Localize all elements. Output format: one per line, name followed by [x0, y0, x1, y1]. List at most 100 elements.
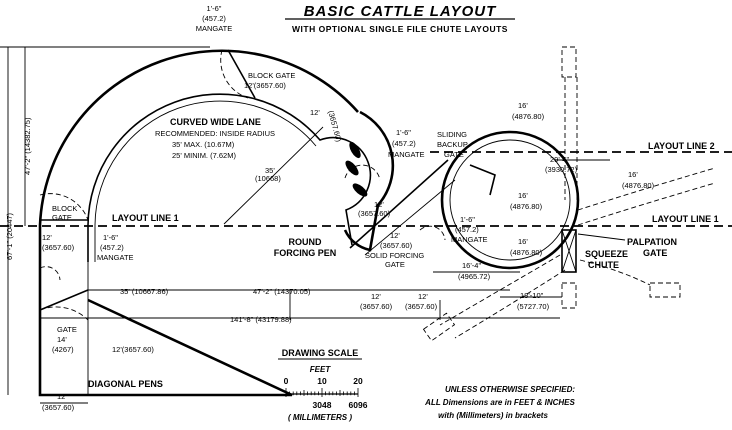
- inner-mangate-mm: (457.2): [455, 225, 479, 234]
- lane-width-mid-mm: (3657.60): [358, 209, 391, 218]
- chute-right-end: [649, 282, 681, 298]
- gate-14: [39, 289, 89, 311]
- scale-feet-label: FEET: [310, 365, 332, 374]
- chute-16-low-mm: (4876.80): [510, 248, 543, 257]
- gates: [39, 49, 446, 321]
- sliding-gate-line1: SLIDING: [437, 130, 467, 139]
- scale-tick-0: 0: [284, 376, 289, 386]
- left-block-gate-arc: [39, 193, 89, 221]
- chute-18-10-mm: (5727.70): [517, 302, 550, 311]
- chute-curve-right-down: [579, 259, 651, 286]
- radius-line: [223, 126, 324, 225]
- scale-mm-6096: 6096: [349, 400, 368, 410]
- sliding-gate-line2: BACKUP: [437, 140, 468, 149]
- chute-curve-right-up-2: [577, 182, 716, 226]
- dimension-lines: [0, 46, 610, 404]
- block-gate-top: [227, 49, 256, 99]
- dim-h12a-mm: (3657.60): [360, 302, 393, 311]
- left-width-mm: (3657.60): [42, 243, 75, 252]
- forcing-gate-diagonal-2: [364, 179, 456, 256]
- chute-16-4-text: 16'-4": [462, 261, 481, 270]
- bottom-width-mm: (3657.60): [42, 403, 75, 412]
- lane-width-top-dim: 12': [310, 108, 320, 117]
- forcing-gate-mm: (3657.60): [380, 241, 413, 250]
- diagram-subtitle: WITH OPTIONAL SINGLE FILE CHUTE LAYOUTS: [292, 24, 508, 34]
- single-file-chutes: [422, 46, 716, 342]
- chute-16-right-dim: 16': [628, 170, 638, 179]
- chute-29-text: 29'-4": [550, 155, 569, 164]
- block-gate-top-arc: [220, 49, 249, 99]
- right-mangate-dim: 1'-6": [396, 128, 411, 137]
- scale-mm-label: ( MILLIMETERS ): [288, 413, 352, 422]
- chute-16-top-dim: 16': [518, 101, 528, 110]
- dim-h47-label: 47'-2" (14370.05): [253, 287, 311, 296]
- forcing-gate-diagonal: [349, 159, 449, 249]
- diagonal-pen-wall: [86, 298, 293, 397]
- forcing-pen-inner: [449, 139, 571, 261]
- note-line3: with (Millimeters) in brackets: [438, 411, 548, 420]
- sliding-gate-line3: GATE: [444, 150, 464, 159]
- right-mangate-mm: (457.2): [392, 139, 416, 148]
- chute-16-right-mm: (4876.80): [622, 181, 655, 190]
- lane-width-mid-dim: 12': [374, 200, 384, 209]
- outer-curve: [38, 49, 359, 275]
- left-pen-wall: [38, 275, 86, 397]
- scale-tick-20: 20: [353, 376, 363, 386]
- inner-curve: [87, 93, 372, 262]
- left-width-dim: 12': [42, 233, 52, 242]
- dimension-note: UNLESS OTHERWISE SPECIFIED: ALL Dimensio…: [424, 385, 575, 420]
- note-line1: UNLESS OTHERWISE SPECIFIED:: [445, 385, 575, 394]
- cow-icon: [352, 183, 368, 197]
- drawing-scale: DRAWING SCALE FEET 0 10 20 3048 6096 ( M…: [278, 348, 368, 422]
- chute-16-top-mm: (4876.80): [512, 112, 545, 121]
- curved-lane-line3: 25' MINIM. (7.62M): [172, 151, 236, 160]
- chute-curve-left-down: [439, 254, 561, 326]
- chute-16-mid-mm: (4876.80): [510, 202, 543, 211]
- scale-tick-10: 10: [317, 376, 327, 386]
- cow-icon: [345, 160, 359, 176]
- forcing-pen-line2: FORCING PEN: [274, 248, 337, 258]
- forcing-gate-line2: GATE: [385, 260, 405, 269]
- dim-overall-label: 141'-8" (43179.88): [230, 315, 292, 324]
- sliding-backup-gate: [469, 164, 496, 196]
- curved-lane-line2: 35' MAX. (10.67M): [172, 140, 235, 149]
- dim-h35-label: 35' (10667.86): [120, 287, 169, 296]
- left-block-gate-line1: BLOCK: [52, 204, 77, 213]
- chute-left-end: [422, 312, 456, 342]
- diagram-title: BASIC CATTLE LAYOUT: [304, 3, 497, 20]
- scale-title: DRAWING SCALE: [282, 348, 359, 358]
- inner-curve-liner: [94, 100, 317, 262]
- gate-14-line2: 14': [57, 335, 67, 344]
- dim-h12b-dim: 12': [418, 292, 428, 301]
- chute-curve-left-down-2: [454, 269, 566, 339]
- palpation-gate-line1: PALPATION: [627, 237, 677, 247]
- left-mangate-dim: 1'-6": [103, 233, 118, 242]
- diagonal-pens-label: DIAGONAL PENS: [88, 379, 163, 389]
- labels: 1'-6" (457.2) MANGATE BLOCK GATE 12'(365…: [5, 4, 677, 412]
- curved-lane-title: CURVED WIDE LANE: [170, 117, 261, 127]
- radius-35-mm: (10668): [255, 174, 281, 183]
- chute-vertical: [564, 77, 578, 200]
- cattle-icons: [345, 141, 368, 197]
- squeeze-chute-line1: SQUEEZE: [585, 249, 628, 259]
- chute-16-4-mm: (4965.72): [458, 272, 491, 281]
- left-mangate-arc: [39, 266, 61, 281]
- palpation-pointer: [577, 233, 626, 241]
- dim-h12b-mm: (3657.60): [405, 302, 438, 311]
- chute-16-low-dim: 16': [518, 237, 528, 246]
- cow-icon: [349, 141, 361, 159]
- right-mangate-name: MANGATE: [388, 150, 425, 159]
- right-mangate-arc: [344, 164, 381, 181]
- squeeze-chute-line2: CHUTE: [588, 260, 619, 270]
- inner-mangate-dim: 1'-6": [460, 215, 475, 224]
- layout-line-2-label: LAYOUT LINE 2: [648, 141, 715, 151]
- gate-14-line1: GATE: [57, 325, 77, 334]
- bottom-width-dim: 12': [57, 392, 67, 401]
- chute-bottom-end: [561, 282, 577, 309]
- inner-mangate-arc: [419, 225, 446, 241]
- dim-vertical-overall-label: 67'-1" (20447): [5, 212, 14, 260]
- forcing-pen-line1: ROUND: [289, 237, 322, 247]
- top-mangate-name: MANGATE: [196, 24, 233, 33]
